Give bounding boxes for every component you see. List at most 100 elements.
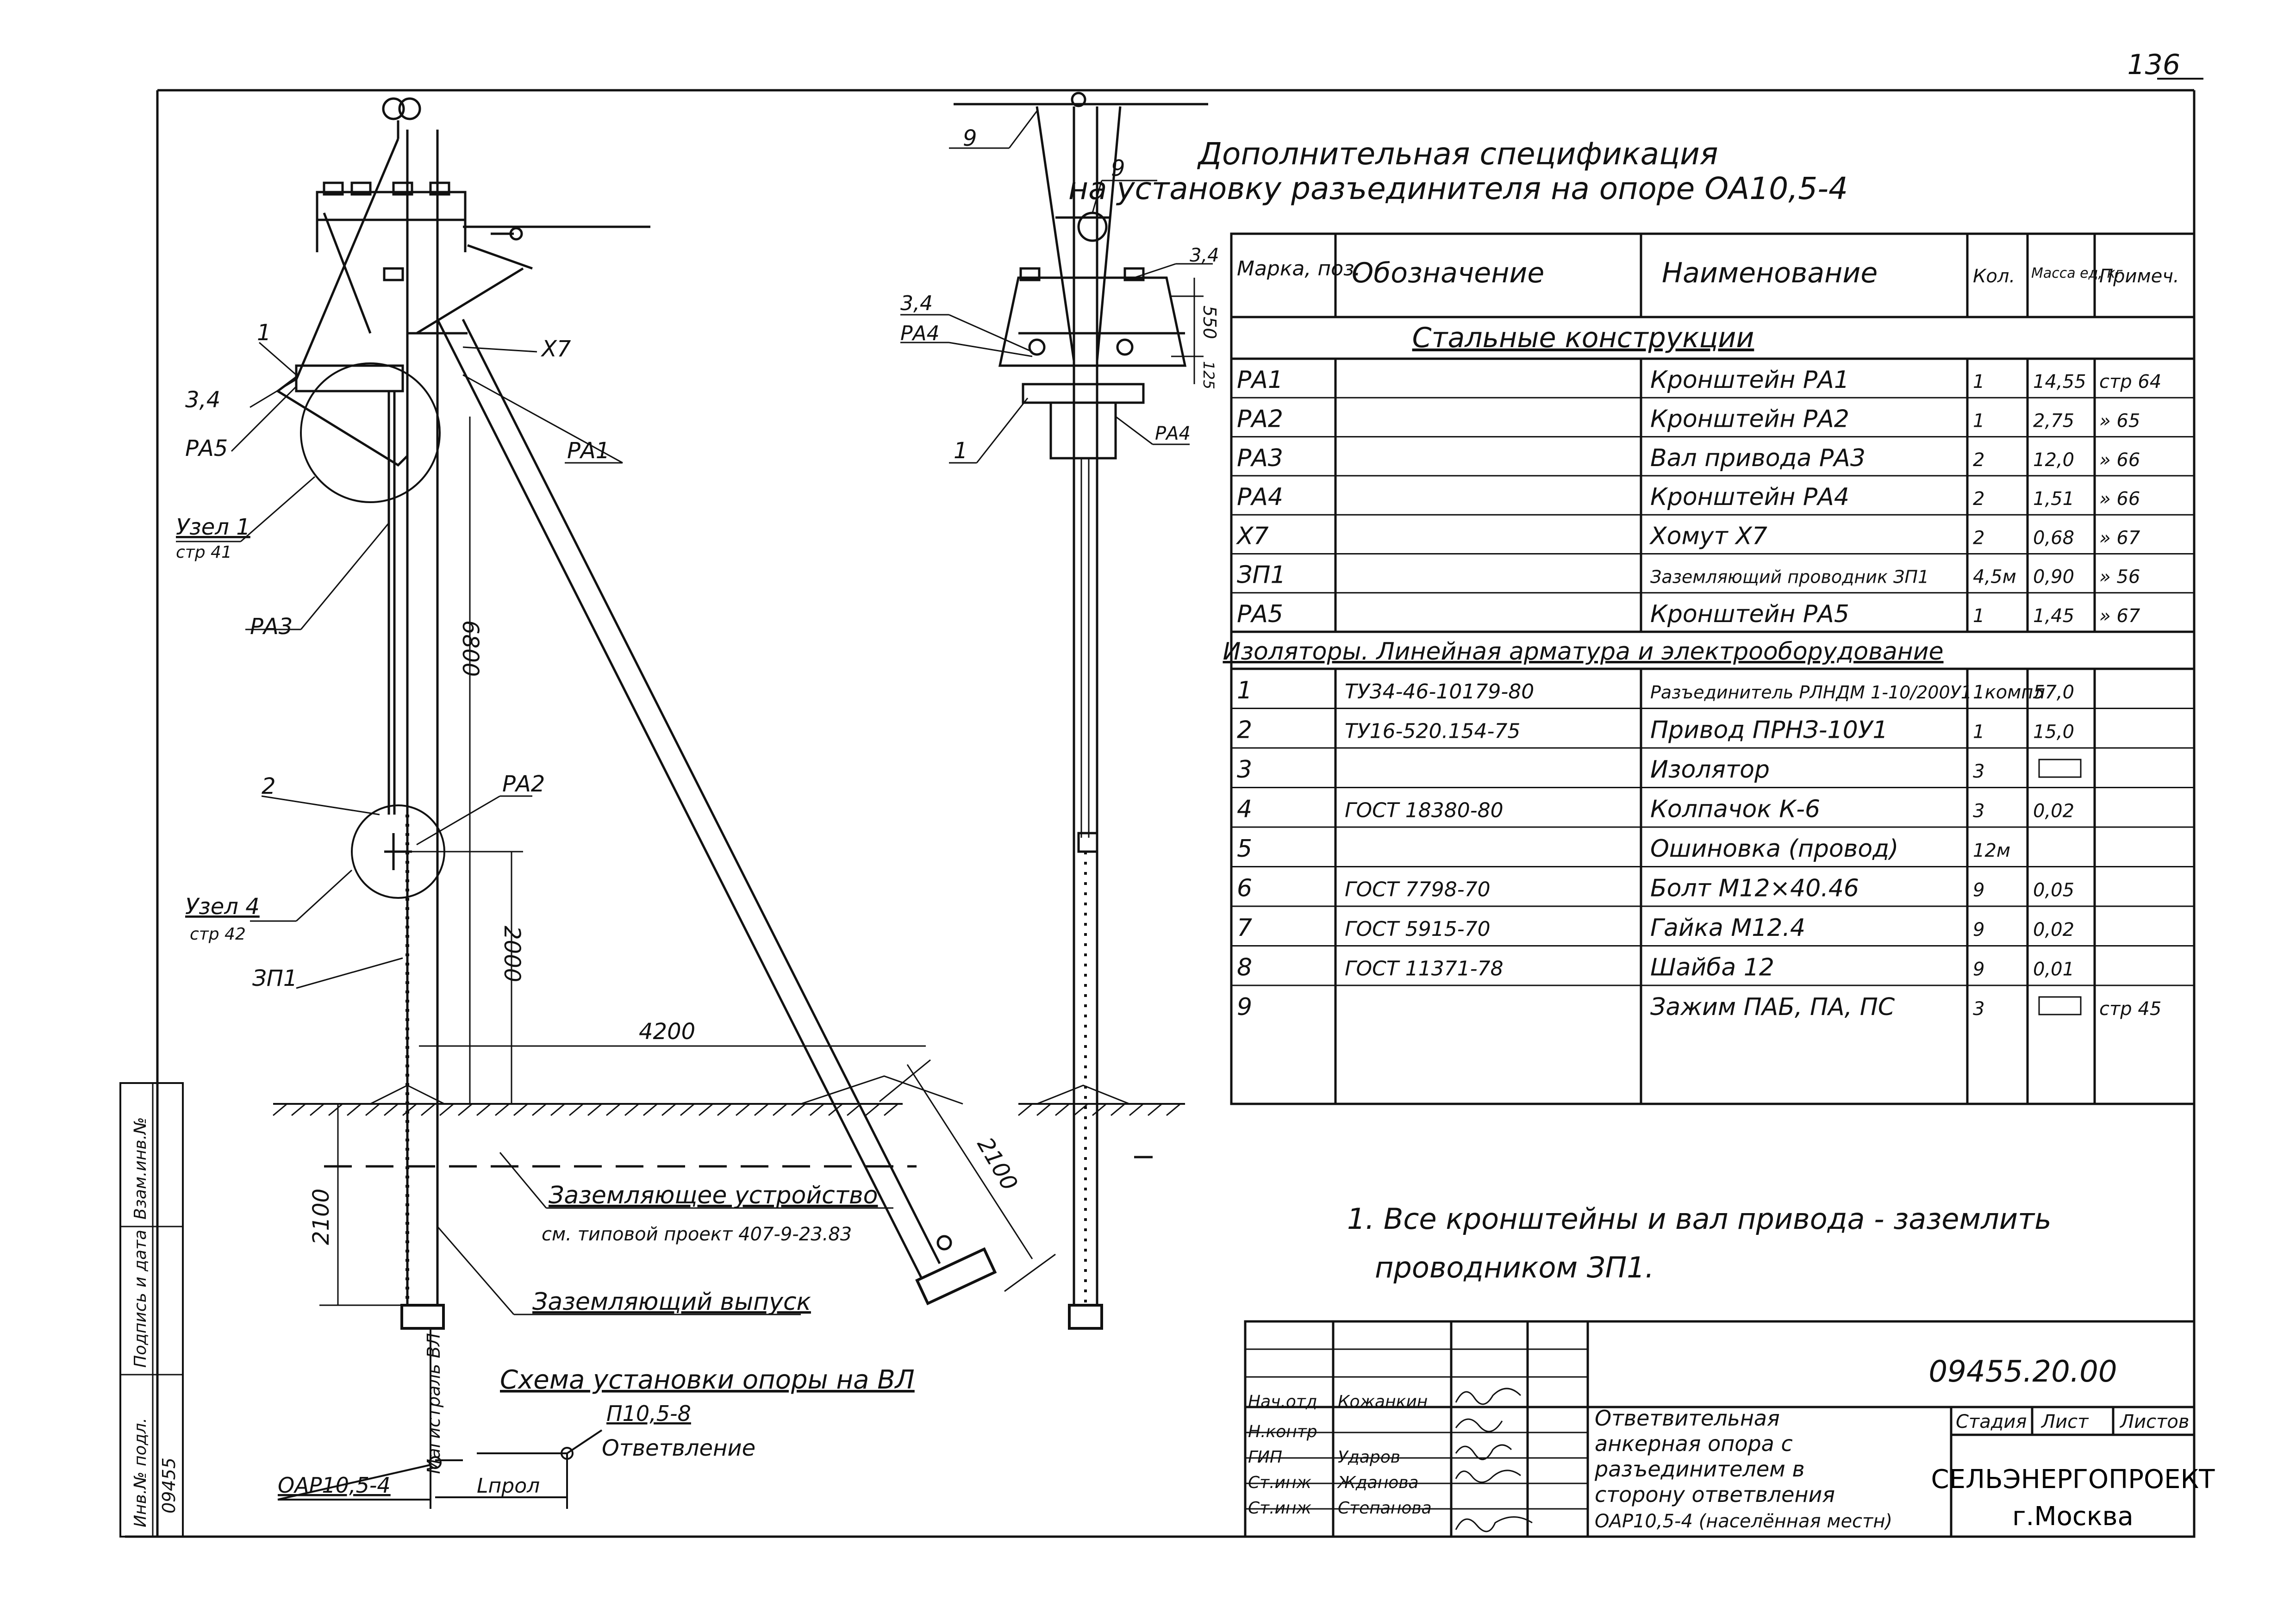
- dim-2100-brace: 2100: [972, 1133, 1023, 1195]
- org-city: г.Москва: [2012, 1501, 2134, 1532]
- spec-steel-qty: 1: [1973, 371, 1984, 392]
- spec-steel-mark: ЗП1: [1237, 561, 1286, 589]
- spec-steel-qty: 2: [1973, 488, 1984, 510]
- spec-item-qty: 12м: [1973, 840, 2010, 861]
- signature-name: Ударов: [1338, 1448, 1400, 1467]
- spec-steel-mark: РА2: [1237, 405, 1283, 433]
- side-stamp-sign: Подпись и дата: [131, 1230, 150, 1368]
- spec-item-mass: 0,05: [2033, 880, 2074, 901]
- label-9-top: 9: [963, 125, 977, 151]
- spec-item-name: Привод ПРНЗ-10У1: [1650, 716, 1888, 744]
- sheet-header: Лист: [2040, 1411, 2089, 1432]
- label-2: 2: [262, 773, 276, 799]
- spec-steel-note: » 67: [2099, 605, 2140, 627]
- label-pa4-left: РА4: [900, 322, 940, 345]
- label-zp1: ЗП1: [252, 965, 297, 991]
- spec-steel-mark: РА4: [1237, 483, 1283, 511]
- spec-item-mass: 0,01: [2033, 959, 2074, 980]
- label-uzel1: Узел 1: [176, 514, 250, 540]
- spec-item-qty: 3: [1973, 998, 1984, 1020]
- ground-lead-label: Заземляющий выпуск: [532, 1288, 811, 1316]
- spec-item-qty: 3: [1973, 761, 1984, 782]
- pole-vertical-label: Магистраль ВЛ: [424, 1333, 444, 1474]
- spec-item-mass: 0,02: [2033, 801, 2074, 822]
- page-number: 136: [2127, 49, 2180, 81]
- spec-item-qty: 1: [1973, 722, 1984, 743]
- spec-item-mark: 8: [1237, 954, 1252, 982]
- scheme-pole2: П10,5-8: [606, 1401, 691, 1426]
- spec-steel-name: Кронштейн РА2: [1650, 405, 1849, 433]
- spec-item-name: Изолятор: [1650, 756, 1770, 784]
- spec-item-name: Гайка М12.4: [1650, 914, 1805, 942]
- spec-steel-mass: 1,45: [2033, 605, 2074, 627]
- side-stamp: Инв.№ подл. Подпись и дата Взам.инв.№ 09…: [119, 1082, 184, 1538]
- label-x7: Х7: [540, 336, 571, 362]
- header-qty: Кол.: [1973, 266, 2015, 287]
- spec-item-note: стр 45: [2099, 998, 2161, 1020]
- scheme-branch: Ответвление: [602, 1435, 755, 1461]
- note-line2: проводником ЗП1.: [1375, 1251, 1654, 1284]
- spec-steel-qty: 2: [1973, 527, 1984, 548]
- spec-item-mark: 6: [1237, 875, 1252, 903]
- doc-title-line: сторону ответвления: [1595, 1482, 1835, 1507]
- spec-steel-qty: 2: [1973, 449, 1984, 471]
- side-view-labels: 9 9 3,4 РА4 3,4 1 РА4 550 125: [900, 125, 1220, 464]
- header-name: Наименование: [1662, 257, 1878, 289]
- side-stamp-inv: Инв.№ подл.: [131, 1418, 150, 1527]
- header-code: Обозначение: [1352, 257, 1544, 289]
- spec-steel-note: » 66: [2099, 449, 2140, 471]
- spec-item-code: ГОСТ 18380-80: [1345, 799, 1504, 822]
- signature-name: Жданова: [1337, 1473, 1419, 1492]
- header-mark: Марка, поз.: [1237, 257, 1360, 280]
- spec-item-name: Болт М12×40.46: [1650, 875, 1859, 903]
- spec-steel-mass: 2,75: [2033, 411, 2074, 432]
- doc-title-line: анкерная опора с: [1595, 1431, 1793, 1456]
- doc-title-line: разъединителем в: [1594, 1457, 1805, 1482]
- spec-item-code: ТУ16-520.154-75: [1345, 720, 1520, 743]
- signature-role: Нач.отд: [1248, 1392, 1317, 1411]
- sheets-header: Листов: [2119, 1411, 2189, 1432]
- spec-item-name: Разъединитель РЛНДМ 1-10/200У1: [1650, 682, 1972, 703]
- spec-item-mark: 3: [1237, 756, 1252, 784]
- dim-6800: 6800: [457, 620, 483, 677]
- org-name: СЕЛЬЭНЕРГОПРОЕКТ: [1931, 1464, 2215, 1495]
- spec-item-qty: 9: [1973, 959, 1984, 980]
- spec-steel-note: » 65: [2099, 411, 2140, 432]
- spec-steel-qty: 1: [1973, 605, 1984, 627]
- dim-125: 125: [1200, 361, 1217, 389]
- scheme-title: Схема установки опоры на ВЛ: [500, 1365, 915, 1395]
- label-1: 1: [257, 320, 271, 346]
- label-9-mid: 9: [1111, 156, 1125, 181]
- signature-name: Кожанкин: [1338, 1392, 1428, 1411]
- spec-steel-mark: Х7: [1235, 522, 1269, 550]
- label-pa2: РА2: [502, 771, 545, 797]
- spec-item-name: Шайба 12: [1650, 954, 1774, 982]
- ground-hatch: [273, 1103, 1181, 1116]
- dim-2100-left: 2100: [308, 1189, 334, 1245]
- label-3-4: 3,4: [185, 387, 220, 413]
- spec-item-code: ТУ34-46-10179-80: [1345, 680, 1534, 704]
- spec-steel-mass: 12,0: [2033, 449, 2074, 471]
- label-pa3: РА3: [250, 614, 293, 640]
- spec-steel-mark: РА3: [1237, 444, 1283, 472]
- signature-scribbles: [1455, 1388, 1533, 1532]
- signature-role: Н.контр: [1248, 1422, 1317, 1441]
- header-note: Примеч.: [2099, 266, 2179, 287]
- spec-title-line2: на установку разъединителя на опоре ОА10…: [1068, 171, 1848, 206]
- spec-steel-mass: 0,90: [2033, 567, 2074, 588]
- left-pole-drawing: [273, 97, 1180, 1330]
- spec-item-code: ГОСТ 11371-78: [1345, 957, 1504, 981]
- spec-item-qty: 9: [1973, 919, 1984, 940]
- spec-steel-name: Заземляющий проводник ЗП1: [1650, 567, 1929, 587]
- label-uzel1-ref: стр 41: [176, 543, 232, 562]
- spec-item-qty: 9: [1973, 880, 1984, 901]
- section-insulators: Изоляторы. Линейная арматура и электрооб…: [1223, 638, 1943, 666]
- spec-item-code: ГОСТ 5915-70: [1345, 917, 1491, 941]
- header-mass: Масса ед, кг: [2031, 265, 2123, 281]
- label-1-mid: 1: [954, 438, 968, 464]
- side-stamp-replace: Взам.инв.№: [131, 1117, 150, 1220]
- dim-550: 550: [1199, 305, 1220, 339]
- stage-header: Стадия: [1956, 1411, 2027, 1432]
- scheme-pole1: ОАР10,5-4: [278, 1473, 391, 1498]
